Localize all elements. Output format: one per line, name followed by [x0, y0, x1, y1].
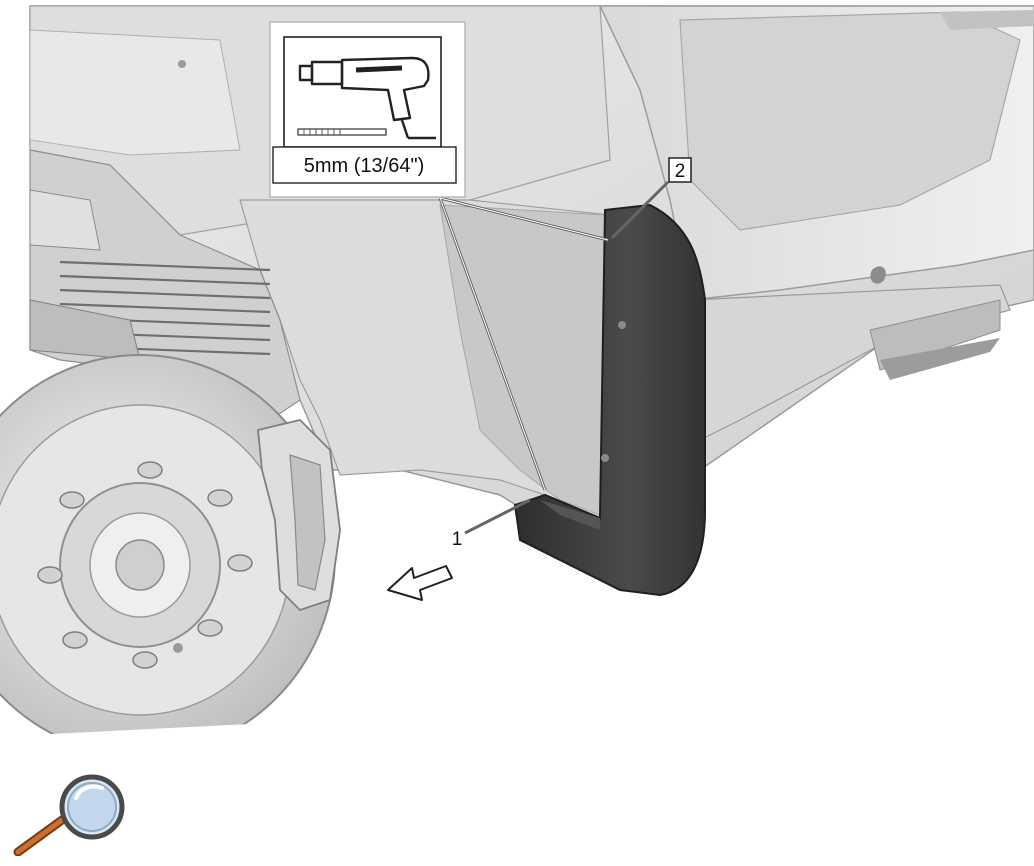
- drill-icon: [298, 56, 436, 140]
- callout-2: 2: [668, 157, 692, 183]
- drill-callout: 5mm (13/64"): [269, 21, 466, 198]
- brake-disc: [0, 354, 341, 760]
- callout-2-label: 2: [675, 161, 686, 182]
- callout-1-label: 1: [452, 529, 463, 550]
- forward-arrow-icon: [387, 565, 453, 601]
- mud-flap: [513, 203, 706, 597]
- magnifier-icon[interactable]: [10, 774, 130, 857]
- drill-size-label: 5mm (13/64"): [304, 155, 424, 177]
- drill-bit-icon: [297, 128, 387, 136]
- suspension-assembly: [29, 149, 301, 421]
